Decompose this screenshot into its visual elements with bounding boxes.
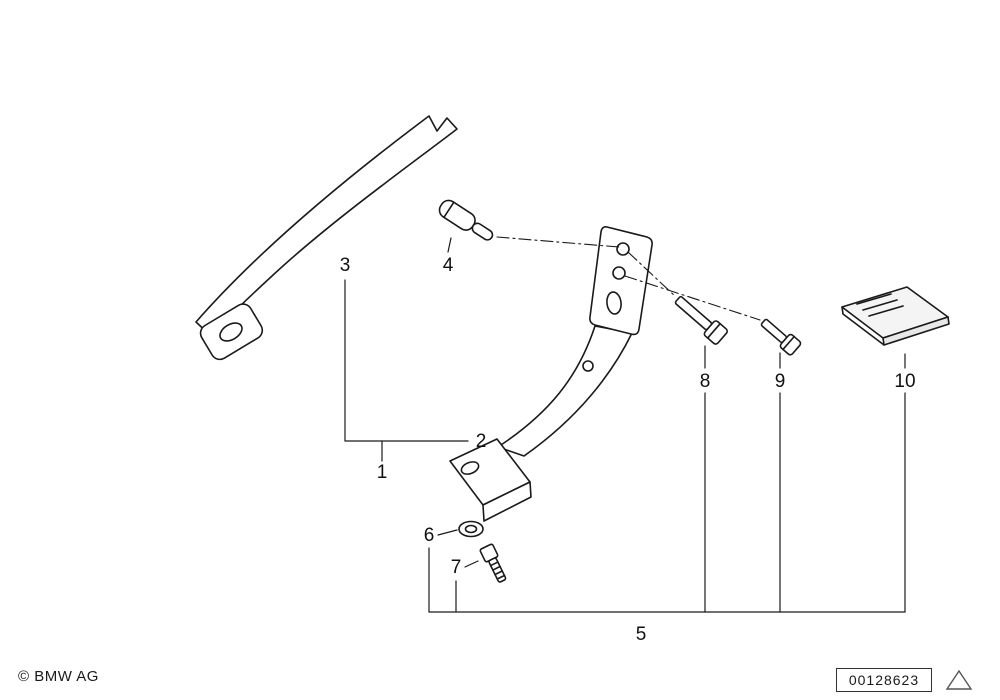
callout-4: 4: [443, 255, 454, 276]
part-6-washer: [458, 520, 484, 538]
part-8-screw: [674, 296, 729, 345]
callouts: 3 4 2 1 8 9 10 6 7 5: [340, 255, 916, 645]
callout-3: 3: [340, 255, 351, 276]
callout-2: 2: [476, 431, 487, 452]
callout-10: 10: [894, 371, 915, 392]
part-3-bracket-arm: [195, 115, 458, 361]
copyright-label: © BMW AG: [18, 668, 99, 685]
assembly-axis-lines: [496, 236, 761, 321]
callout-9: 9: [775, 371, 786, 392]
callout-5: 5: [636, 624, 647, 645]
part-number-box: 00128623: [836, 668, 932, 692]
warning-triangle-icon: [945, 669, 973, 690]
part-4-pin: [438, 199, 494, 241]
part-9-screw: [760, 318, 802, 356]
leader-lines: [344, 237, 906, 613]
callout-1: 1: [377, 462, 388, 483]
callout-7: 7: [451, 557, 462, 578]
part-10-manual-booklet: [841, 286, 950, 346]
callout-8: 8: [700, 371, 711, 392]
part-7-bolt: [479, 543, 507, 583]
callout-6: 6: [424, 525, 435, 546]
part-number-label: 00128623: [848, 672, 920, 688]
part-2-main-bracket: [449, 226, 653, 522]
